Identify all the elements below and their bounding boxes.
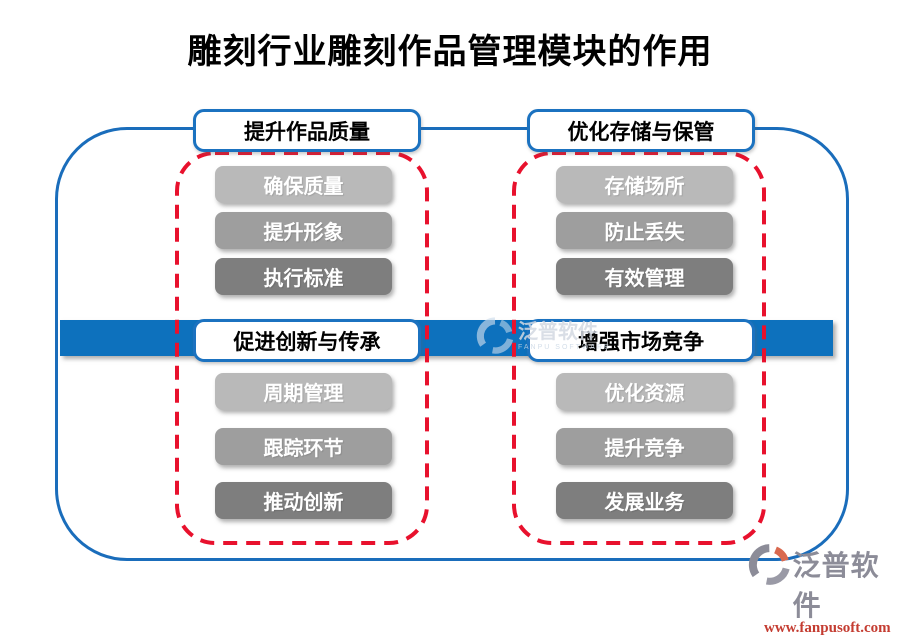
page-title: 雕刻行业雕刻作品管理模块的作用 (187, 33, 713, 71)
item-grow-business: 发展业务 (556, 482, 733, 519)
item-drive-innovation: 推动创新 (215, 482, 392, 519)
section-header-competition: 增强市场竞争 (527, 319, 755, 362)
item-enforce-standard: 执行标准 (215, 258, 392, 295)
item-track-links: 跟踪环节 (215, 428, 392, 465)
item-cycle-manage: 周期管理 (215, 373, 392, 410)
item-optimize-resource: 优化资源 (556, 373, 733, 410)
section-header-innovation: 促进创新与传承 (193, 319, 421, 362)
footer-brand-text: 泛普软件 (792, 550, 880, 621)
item-storage-place: 存储场所 (556, 166, 733, 203)
footer-url-text: www.fanpusoft.com (764, 620, 891, 636)
item-effective-manage: 有效管理 (556, 258, 733, 295)
item-prevent-loss: 防止丢失 (556, 212, 733, 249)
item-boost-competition: 提升竞争 (556, 428, 733, 465)
item-ensure-quality: 确保质量 (215, 166, 392, 203)
footer-logo: 泛普软件 www.fanpusoft.com (748, 542, 900, 637)
outer-frame-border (55, 127, 849, 561)
footer-logo-icon (748, 544, 790, 585)
item-improve-image: 提升形象 (215, 212, 392, 249)
section-header-quality: 提升作品质量 (193, 109, 421, 152)
section-header-storage: 优化存储与保管 (527, 109, 755, 152)
